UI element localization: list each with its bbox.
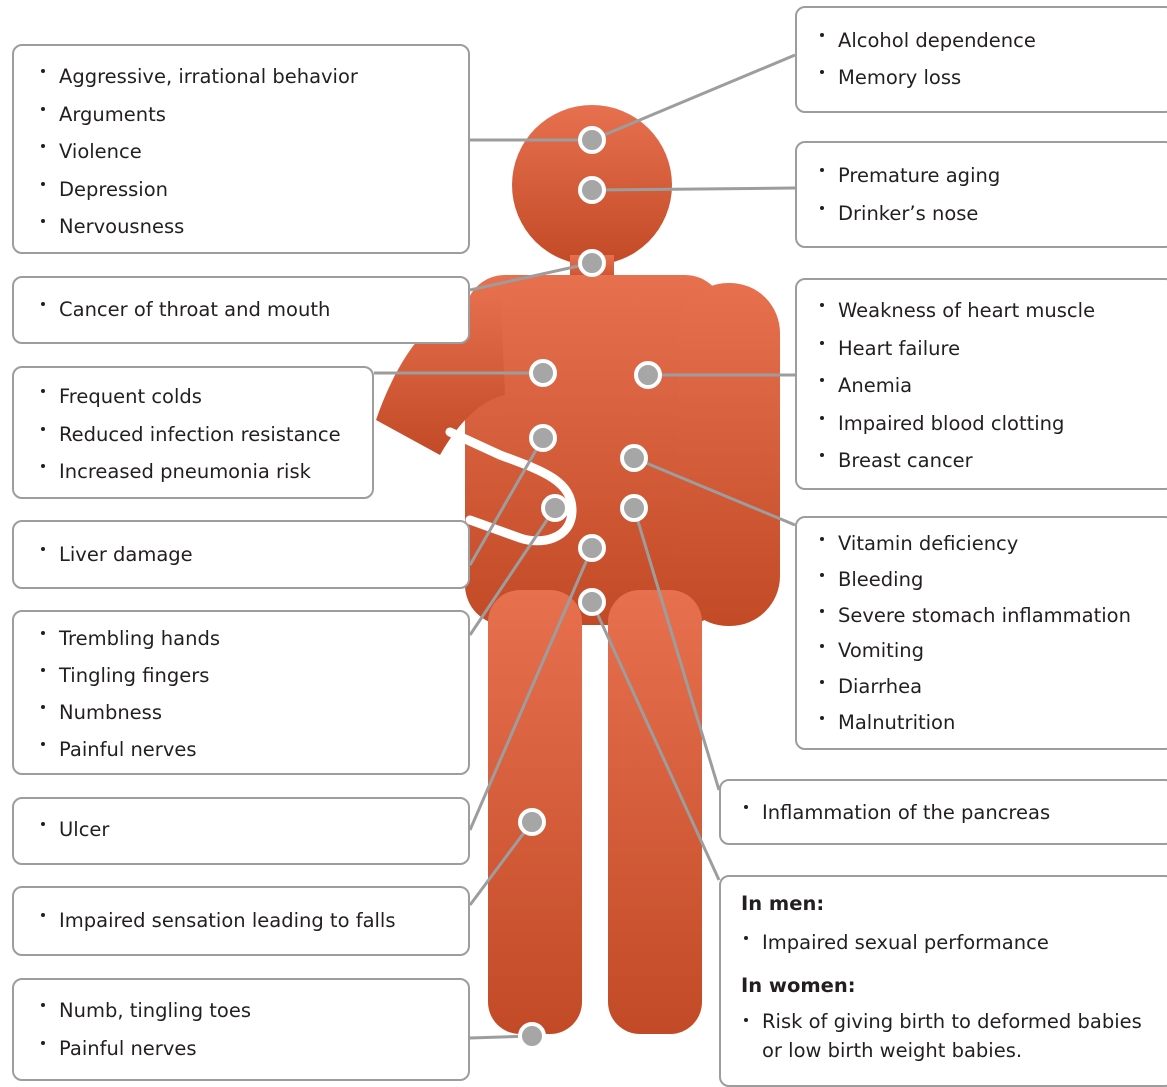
list-item: Inflammation of the pancreas bbox=[741, 794, 1155, 831]
organ-marker-stomach bbox=[622, 446, 646, 470]
list-item: Arguments bbox=[38, 96, 450, 134]
organ-marker-immune bbox=[531, 361, 555, 385]
list-item: Tingling fingers bbox=[38, 657, 450, 694]
organ-marker-face bbox=[580, 178, 604, 202]
callout-throat: Cancer of throat and mouth bbox=[12, 276, 470, 344]
organ-marker-throat bbox=[580, 251, 604, 275]
list-item: Alcohol dependence bbox=[817, 22, 1155, 59]
list-item: Painful nerves bbox=[38, 1030, 450, 1068]
list-item: Liver damage bbox=[38, 536, 450, 573]
callout-face: Premature aging Drinker’s nose bbox=[795, 141, 1167, 248]
callout-legs: Impaired sensation leading to falls bbox=[12, 886, 470, 956]
organ-marker-liver bbox=[531, 426, 555, 450]
list-item: Cancer of throat and mouth bbox=[38, 291, 450, 328]
callout-ulcer: Ulcer bbox=[12, 797, 470, 865]
list-item: Anemia bbox=[817, 367, 1155, 405]
callout-immune: Frequent colds Reduced infection resista… bbox=[12, 366, 374, 499]
callout-mind: Aggressive, irrational behavior Argument… bbox=[12, 44, 470, 254]
list-item: Impaired sexual performance bbox=[741, 925, 1157, 961]
organ-marker-heart bbox=[636, 363, 660, 387]
list-item: Violence bbox=[38, 133, 450, 171]
list-item: Frequent colds bbox=[38, 378, 356, 416]
list-item: Numbness bbox=[38, 694, 450, 731]
women-heading: In women: bbox=[741, 973, 1157, 999]
callout-feet: Numb, tingling toes Painful nerves bbox=[12, 978, 470, 1081]
list-item: Nervousness bbox=[38, 208, 450, 246]
callout-reproductive: In men: Impaired sexual performance In w… bbox=[719, 875, 1167, 1087]
organ-marker-ulcer bbox=[580, 536, 604, 560]
men-heading: In men: bbox=[741, 891, 1157, 917]
list-item: Ulcer bbox=[38, 811, 450, 848]
list-item: Risk of giving birth to deformed babies … bbox=[741, 1007, 1157, 1065]
callout-brain: Alcohol dependence Memory loss bbox=[795, 6, 1167, 113]
list-item: Reduced infection resistance bbox=[38, 416, 356, 454]
list-item: Breast cancer bbox=[817, 442, 1155, 480]
list-item: Malnutrition bbox=[817, 705, 1163, 741]
list-item: Vomiting bbox=[817, 633, 1163, 669]
list-item: Drinker’s nose bbox=[817, 195, 1155, 233]
list-item: Increased pneumonia risk bbox=[38, 453, 356, 491]
callout-stomach: Vitamin deficiency Bleeding Severe stoma… bbox=[795, 516, 1167, 750]
right-arm-shape bbox=[678, 283, 780, 626]
list-item: Diarrhea bbox=[817, 669, 1163, 705]
list-item: Premature aging bbox=[817, 157, 1155, 195]
list-item: Heart failure bbox=[817, 330, 1155, 368]
list-item: Vitamin deficiency bbox=[817, 526, 1163, 562]
list-item: Trembling hands bbox=[38, 620, 450, 657]
organ-marker-reproductive bbox=[580, 590, 604, 614]
organ-marker-pancreas bbox=[622, 496, 646, 520]
organ-marker-brain bbox=[580, 128, 604, 152]
list-item: Bleeding bbox=[817, 562, 1163, 598]
callout-heart: Weakness of heart muscle Heart failure A… bbox=[795, 278, 1167, 490]
list-item: Impaired sensation leading to falls bbox=[38, 902, 450, 939]
list-item: Memory loss bbox=[817, 59, 1155, 96]
callout-nerves: Trembling hands Tingling fingers Numbnes… bbox=[12, 610, 470, 775]
list-item: Aggressive, irrational behavior bbox=[38, 58, 450, 96]
list-item: Severe stomach inflammation bbox=[817, 598, 1163, 634]
list-item: Depression bbox=[38, 171, 450, 209]
callout-liver: Liver damage bbox=[12, 520, 470, 589]
list-item: Numb, tingling toes bbox=[38, 992, 450, 1030]
organ-marker-nerves bbox=[543, 496, 567, 520]
list-item: Painful nerves bbox=[38, 731, 450, 768]
list-item: Weakness of heart muscle bbox=[817, 292, 1155, 330]
connector-line-brain bbox=[592, 55, 795, 140]
callout-pancreas: Inflammation of the pancreas bbox=[719, 779, 1167, 845]
organ-marker-feet bbox=[520, 1024, 544, 1048]
connector-line-face bbox=[592, 188, 795, 190]
organ-marker-legs bbox=[520, 810, 544, 834]
list-item: Impaired blood clotting bbox=[817, 405, 1155, 443]
